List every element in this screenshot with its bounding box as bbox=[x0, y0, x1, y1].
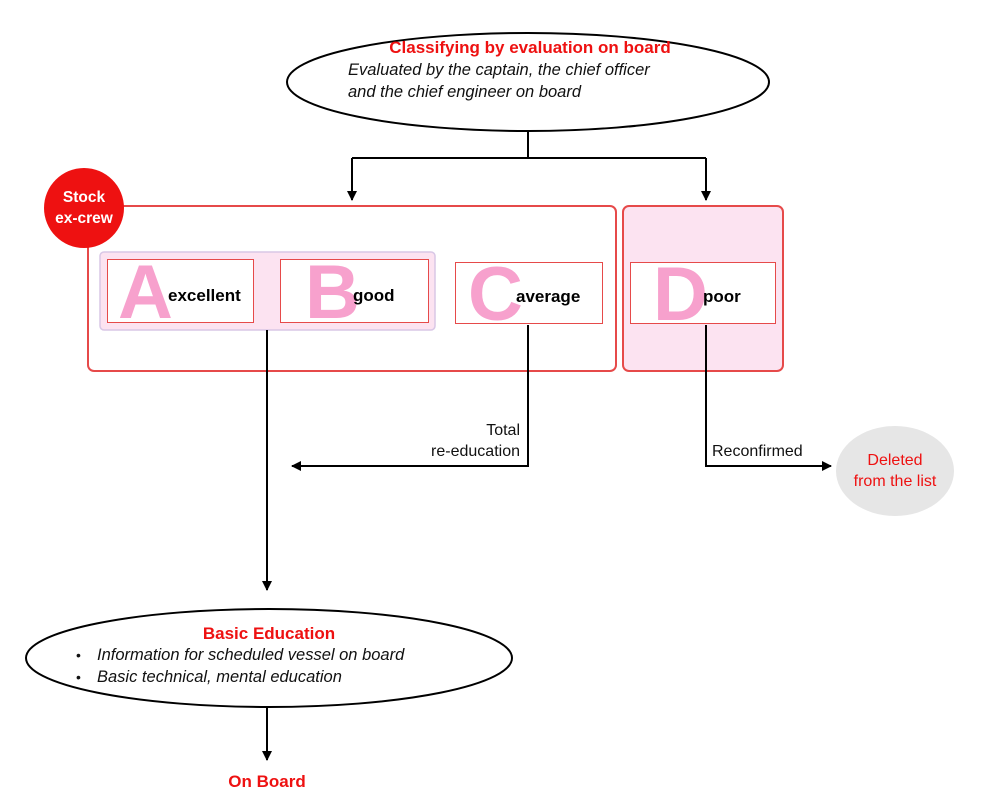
edge-label-re-education: re-education bbox=[431, 443, 520, 460]
basic-education-title: Basic Education bbox=[202, 624, 336, 643]
basic-education-ellipse bbox=[25, 608, 513, 708]
top-node-title: Classifying by evaluation on board bbox=[389, 38, 671, 57]
stock-badge-line2: ex-crew bbox=[55, 210, 113, 227]
basic-education-bullet-dot-2: • bbox=[76, 669, 81, 685]
top-node-subtitle-line1: Evaluated by the captain, the chief offi… bbox=[348, 61, 650, 79]
grade-a-label: excellent bbox=[168, 286, 241, 305]
grade-b-box: B good bbox=[280, 259, 429, 323]
grade-b-label: good bbox=[353, 286, 395, 305]
arrow-total-re-education bbox=[291, 325, 529, 471]
basic-education-bullet-2: Basic technical, mental education bbox=[97, 668, 342, 686]
grade-c-letter: C bbox=[468, 262, 523, 324]
grade-d-label: poor bbox=[703, 287, 741, 306]
top-node-subtitle-line2: and the chief engineer on board bbox=[348, 83, 582, 101]
grade-d-box: D poor bbox=[630, 262, 776, 324]
deleted-node-ellipse bbox=[836, 426, 954, 516]
stock-badge-line1: Stock bbox=[62, 189, 106, 206]
grade-a-box: A excellent bbox=[107, 259, 254, 323]
deleted-node-line1: Deleted bbox=[867, 452, 923, 469]
stock-badge-label: Stock ex-crew bbox=[44, 187, 124, 229]
grade-c-label: average bbox=[516, 287, 581, 306]
arrow-reconfirmed bbox=[705, 325, 832, 471]
on-board-label: On Board bbox=[228, 772, 306, 791]
grade-a-letter: A bbox=[118, 259, 173, 323]
edge-label-reconfirmed: Reconfirmed bbox=[712, 443, 803, 460]
edge-label-total: Total bbox=[486, 422, 520, 439]
grade-c-box: C average bbox=[455, 262, 603, 324]
stock-badge-circle bbox=[44, 168, 124, 248]
grade-d-letter: D bbox=[653, 262, 708, 324]
basic-education-bullet-1: Information for scheduled vessel on boar… bbox=[97, 646, 405, 664]
grade-b-letter: B bbox=[305, 259, 360, 323]
deleted-node-label: Deleted from the list bbox=[836, 450, 954, 492]
deleted-node-line2: from the list bbox=[853, 473, 937, 490]
connector-top-split bbox=[352, 131, 706, 159]
basic-education-bullet-dot-1: • bbox=[76, 647, 81, 663]
